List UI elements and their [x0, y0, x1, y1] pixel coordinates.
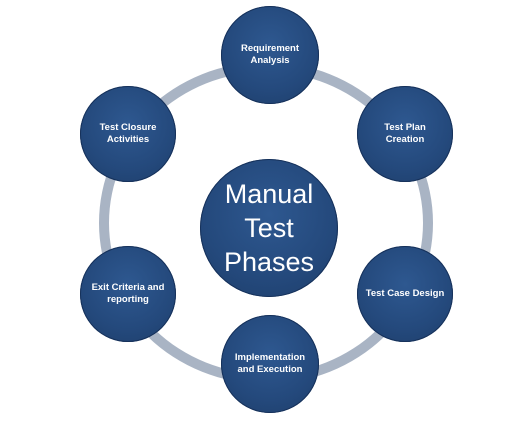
phase-node-exit-criteria-reporting: Exit Criteria and reporting: [80, 246, 176, 342]
phase-node-implementation-execution: Implementation and Execution: [221, 315, 319, 413]
phase-node-test-case-design: Test Case Design: [357, 246, 453, 342]
phase-node-requirement-analysis: Requirement Analysis: [221, 6, 319, 104]
phase-label: Test Closure Activities: [99, 122, 157, 145]
center-label: Manual Test Phases: [223, 179, 315, 277]
phase-node-test-plan-creation: Test Plan Creation: [357, 86, 453, 182]
phase-label: Requirement Analysis: [240, 43, 300, 66]
phase-label: Exit Criteria and reporting: [91, 282, 165, 305]
phase-label: Implementation and Execution: [234, 352, 306, 375]
center-node: Manual Test Phases: [200, 159, 338, 297]
phase-label: Test Case Design: [365, 288, 445, 299]
phase-node-test-closure-activities: Test Closure Activities: [80, 86, 176, 182]
phase-label: Test Plan Creation: [384, 122, 426, 145]
